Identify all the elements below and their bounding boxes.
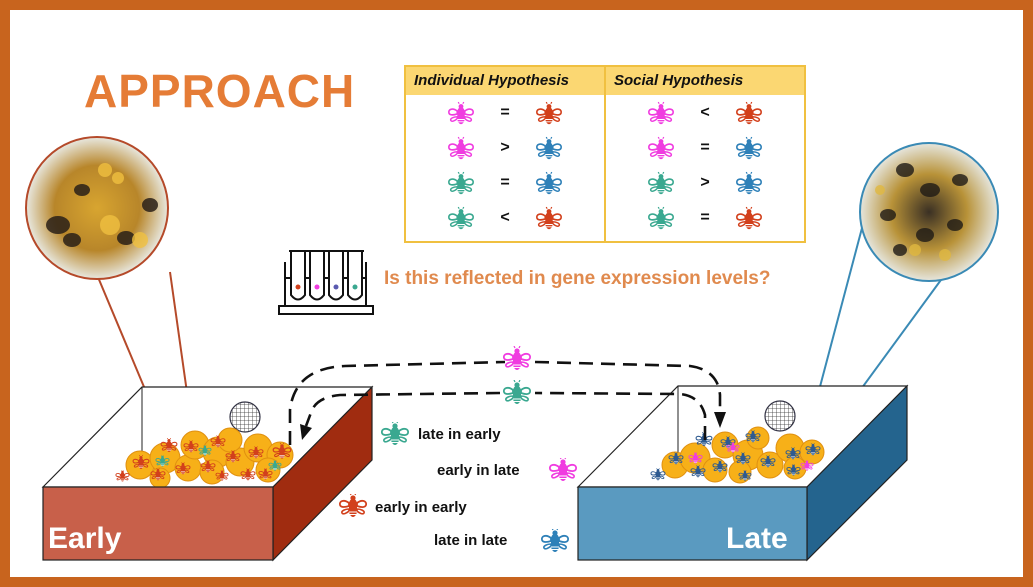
hypothesis-row: > [406, 130, 604, 165]
bee-icon-late-in-late [534, 170, 564, 196]
late-nest-box [576, 384, 909, 562]
arrowhead-into-late [714, 412, 726, 428]
hypothesis-table: Individual Hypothesis = > = < Social Hyp… [404, 65, 806, 243]
comparison-operator: > [500, 138, 510, 156]
hypothesis-row: < [406, 200, 604, 235]
hypothesis-row: = [406, 165, 604, 200]
bee-icon-late-in-early [646, 170, 676, 196]
early-nest-photo [25, 136, 169, 280]
bee-icon-late-in-late [734, 135, 764, 161]
legend-late-in-early: late in early [418, 426, 501, 443]
ventilation-mesh [764, 400, 796, 432]
late-box-label: Late [726, 522, 788, 555]
column-header: Social Hypothesis [606, 67, 804, 95]
comparison-operator: = [500, 103, 510, 121]
comparison-operator: < [700, 103, 710, 121]
legend-bee-late-in-late [540, 529, 570, 553]
bee-icon-early-in-late [446, 100, 476, 126]
late-box-front [577, 486, 808, 561]
legend-bee-early-in-late [548, 458, 578, 482]
legend-label: late in early [418, 426, 501, 443]
transfer-arrow-early-to-late [288, 360, 722, 445]
bee-icon-early-in-late [646, 135, 676, 161]
legend-label: early in late [437, 462, 520, 479]
hypothesis-row: < [606, 95, 804, 130]
ventilation-mesh [229, 401, 261, 433]
slide-title: APPROACH [84, 65, 356, 117]
individual-hypothesis-column: Individual Hypothesis = > = < [406, 67, 604, 241]
arrowhead-into-early [300, 424, 312, 440]
late-nest-photo-callout [807, 142, 999, 438]
bee-icon-early-in-early [534, 100, 564, 126]
comparison-operator: = [700, 138, 710, 156]
test-tubes-icon [278, 250, 374, 315]
early-box-label: Early [48, 522, 122, 555]
legend-bee-early-in-early [338, 494, 368, 518]
hypothesis-row: = [606, 200, 804, 235]
hypothesis-row: = [406, 95, 604, 130]
bee-icon-early-in-early [734, 100, 764, 126]
research-question: Is this reflected in gene expression lev… [384, 268, 771, 289]
transferred-bee-early-in-late [502, 346, 532, 371]
transferred-bee-late-in-early [502, 380, 532, 405]
bee-icon-late-in-late [734, 170, 764, 196]
legend-late-in-late: late in late [434, 532, 507, 549]
bee-icon-late-in-early [646, 205, 676, 231]
legend-early-in-late: early in late [437, 462, 520, 479]
comparison-operator: > [700, 173, 710, 191]
early-box-front [42, 486, 274, 561]
bee-icon-late-in-early [446, 170, 476, 196]
late-nest-photo [859, 142, 999, 282]
bee-icon-early-in-early [534, 205, 564, 231]
hypothesis-row: = [606, 130, 804, 165]
legend-early-in-early: early in early [375, 499, 467, 516]
comparison-operator: = [500, 173, 510, 191]
bee-icon-early-in-late [446, 135, 476, 161]
hypothesis-row: > [606, 165, 804, 200]
column-header: Individual Hypothesis [406, 67, 604, 95]
bee-icon-late-in-early [446, 205, 476, 231]
comparison-operator: < [500, 208, 510, 226]
bee-icon-late-in-late [534, 135, 564, 161]
social-hypothesis-column: Social Hypothesis < = > = [604, 67, 804, 241]
comparison-operator: = [700, 208, 710, 226]
legend-label: late in late [434, 532, 508, 549]
early-nest-photo-callout [25, 136, 193, 438]
legend-label: early in early [375, 499, 467, 516]
transfer-arrow-late-to-early [304, 391, 707, 440]
bee-icon-early-in-early [734, 205, 764, 231]
legend-bee-late-in-early [380, 422, 410, 446]
bee-icon-early-in-late [646, 100, 676, 126]
